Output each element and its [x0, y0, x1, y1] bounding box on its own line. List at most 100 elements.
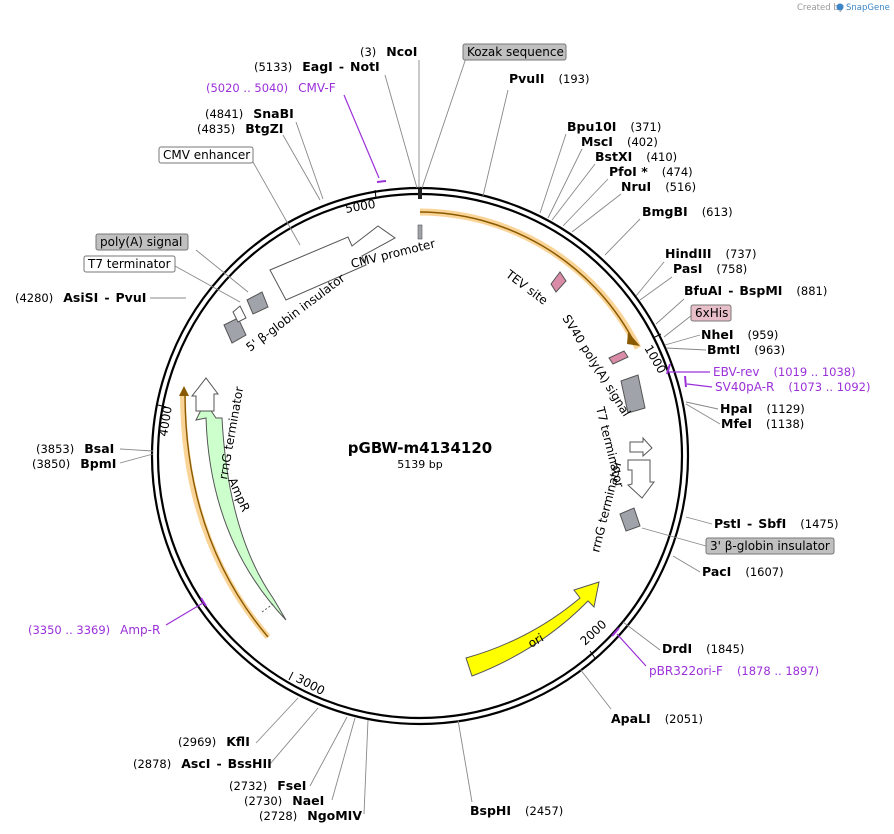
- primer-pbr322ori-f: pBR322ori-F(1878 .. 1897): [649, 664, 819, 678]
- site-bstxi: BstXI(410): [595, 149, 677, 164]
- sv40-polya-box: [620, 374, 646, 414]
- site-bmti: BmtI(963): [707, 342, 785, 357]
- connector-hindiii: [635, 261, 665, 297]
- connector-bpu10i: [539, 133, 567, 214]
- cmv-promoter-arrow: [269, 225, 396, 301]
- primer-amp-r: (3350 .. 3369)Amp-R: [28, 623, 160, 637]
- site-bmgbi: BmgBI(613): [642, 204, 733, 219]
- site-eagi-noti: (5133)EagI-NotI: [254, 59, 380, 74]
- connector-mfei: [685, 403, 721, 425]
- tick-mark-5000: [374, 189, 377, 199]
- box-kozak-text: Kozak sequence: [467, 45, 564, 59]
- primer-mark-ebv-rev: [666, 363, 671, 375]
- site-btgzi: (4835)BtgZI: [197, 121, 283, 136]
- rrng-terminator-right-arrow: [626, 459, 655, 499]
- connector-cmv-enhancer: [252, 161, 301, 246]
- site-bfuai-bspmi: BfuAI-BspMI(881): [684, 283, 827, 298]
- connector-snabi: [295, 121, 324, 200]
- site-bpmi: (3850)BpmI: [32, 456, 116, 471]
- feature-label-rrng-terminator-right: rrnG terminator: [588, 459, 624, 554]
- site-msci: MscI(402): [581, 134, 658, 149]
- connector-hpai: [685, 401, 719, 410]
- boxed-labels: Kozak sequence CMV enhancer poly(A) sign…: [83, 43, 835, 555]
- connector-naei: [331, 717, 356, 801]
- connector-psti: [685, 516, 713, 525]
- tick-mark-4000: [157, 404, 167, 408]
- connector-msci: [547, 148, 583, 219]
- site-nhei: NheI(959): [701, 327, 778, 342]
- site-asisi-pvui: (4280)AsiSI-PvuI: [15, 290, 146, 305]
- site-naei: (2730)NaeI: [244, 793, 324, 808]
- box-6xhis-text: 6xHis: [695, 306, 728, 320]
- backbone-outer-ring: [150, 186, 690, 726]
- connector-polya-signal: [195, 249, 249, 293]
- tick-mark-2000: [589, 650, 596, 659]
- connector-eagi: [384, 74, 418, 189]
- his-tag-marker: [608, 350, 629, 365]
- polya-signal-box: [223, 317, 247, 344]
- box-3-beta-globin-text: 3' β-globin insulator: [710, 539, 830, 553]
- site-paci: PacI(1607): [702, 564, 784, 579]
- credit-prefix: Created by: [797, 3, 844, 13]
- connector-pvuii: [482, 89, 509, 197]
- box-t7-terminator-text: T7 terminator: [87, 257, 171, 271]
- connector-lines: [119, 57, 721, 815]
- snapgene-logo-icon: [836, 3, 844, 11]
- connector-6xhis: [663, 314, 693, 338]
- site-pfoi: PfoI *(474): [609, 164, 693, 179]
- primer-mark-amp-r: [200, 597, 207, 607]
- primer-connector-cmv-f: [343, 94, 380, 179]
- box-kozak: [462, 43, 567, 61]
- box-3-beta-globin: [705, 537, 835, 555]
- site-bpu10i: Bpu10I(371): [567, 119, 661, 134]
- features-layer: [179, 189, 655, 677]
- rrng-terminator-left-arrow: [190, 377, 219, 412]
- connector-bstxi: [551, 163, 596, 221]
- site-nrui: NruI(516): [621, 179, 696, 194]
- box-cmv-enhancer-text: CMV enhancer: [163, 148, 250, 162]
- t7-terminator-left-box: [232, 305, 247, 323]
- beta-globin-insulator-5-box: [246, 291, 269, 315]
- site-kfli: (2969)KflI: [178, 734, 250, 749]
- orf-arrow-top-head: [627, 332, 640, 346]
- connector-nhei: [664, 334, 701, 346]
- primer-mark-sv40pa-r: [684, 375, 687, 388]
- connector-drdi: [622, 621, 661, 651]
- tick-label-2000: 2000: [577, 617, 609, 648]
- connector-btgzi: [282, 134, 321, 201]
- tick-mark-3000: [288, 671, 294, 681]
- feature-label-tev-site: TEV site: [502, 267, 550, 308]
- primer-markers: [165, 94, 713, 667]
- site-asci-bsshii: (2878)AscI-BssHII: [133, 756, 272, 771]
- site-fsei: (2732)FseI: [229, 778, 306, 793]
- plasmid-size: 5139 bp: [397, 458, 442, 471]
- kozak-marker: [417, 224, 423, 240]
- connector-bsphi: [457, 719, 473, 803]
- primer-mark-cmv-f: [376, 180, 387, 183]
- rrng-terminator-right-box: [619, 507, 641, 532]
- connector-asci: [269, 707, 319, 765]
- connector-fsei: [309, 716, 348, 787]
- ori-arrow: [465, 581, 600, 677]
- connector-bfuai: [655, 298, 685, 325]
- site-drdi: DrdI(1845): [662, 641, 744, 656]
- site-bsai: (3853)BsaI: [36, 441, 114, 456]
- site-mfei: MfeI(1138): [721, 416, 804, 431]
- connector-paci: [672, 555, 701, 573]
- connector-bpmi: [119, 453, 154, 464]
- connector-bmgbi: [604, 218, 641, 256]
- ncoi-marker: [418, 189, 422, 199]
- connector-kfli: [255, 697, 299, 744]
- site-bsphi: BspHI(2457): [470, 803, 563, 818]
- credit-brand: SnapGene: [846, 3, 890, 13]
- connector-t7-terminator: [174, 265, 241, 303]
- site-snabi: (4841)SnaBI: [205, 106, 294, 121]
- connector-apali: [579, 668, 612, 710]
- primer-mark-pbr322ori-f: [611, 627, 620, 637]
- primer-connector-pbr322ori-f: [616, 633, 647, 667]
- connector-3-beta-globin: [641, 527, 707, 547]
- tick-label-4000: 4000: [156, 405, 175, 437]
- site-apali: ApaLI(2051): [611, 711, 703, 726]
- site-ngomiv: (2728)NgoMIV: [259, 808, 362, 823]
- orf-arrow-ampr: [184, 395, 269, 638]
